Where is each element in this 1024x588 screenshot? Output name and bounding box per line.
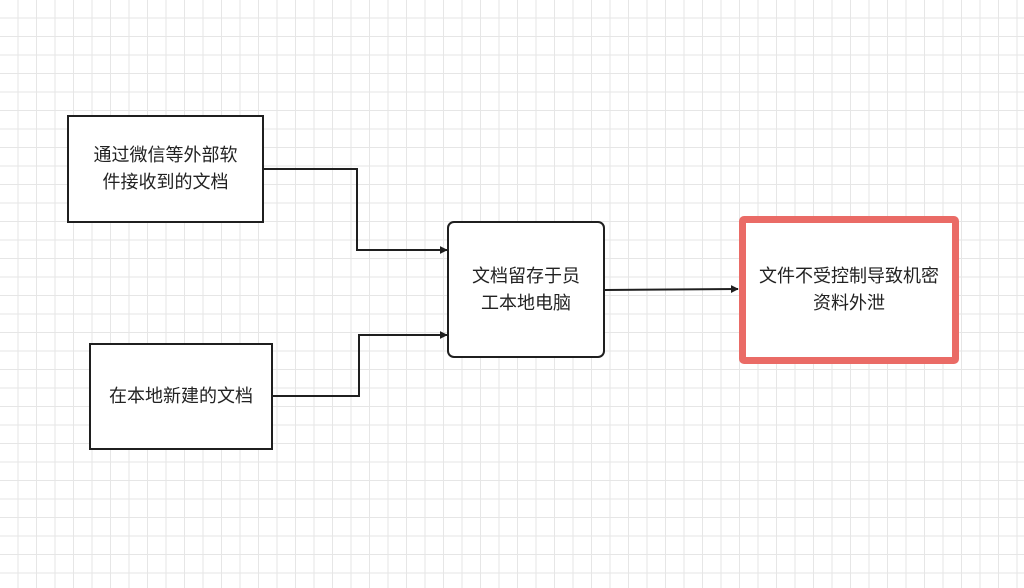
node-wechat-files[interactable]: 通过微信等外部软件接收到的文档 (67, 115, 264, 223)
node-wechat-files-label: 通过微信等外部软件接收到的文档 (93, 145, 238, 193)
node-local-new-files[interactable]: 在本地新建的文档 (89, 343, 273, 450)
edge-storage-to-leak[interactable] (604, 285, 739, 294)
node-local-storage[interactable]: 文档留存于员工本地电脑 (447, 221, 605, 358)
node-local-storage-label: 文档留存于员工本地电脑 (472, 265, 580, 314)
node-data-leak-label: 文件不受控制导致机密资料外泄 (759, 266, 939, 314)
edge-local-to-storage[interactable] (272, 331, 448, 397)
node-data-leak[interactable]: 文件不受控制导致机密资料外泄 (739, 216, 959, 364)
node-local-new-files-label: 在本地新建的文档 (109, 386, 253, 407)
edge-wechat-to-storage[interactable] (263, 168, 448, 254)
